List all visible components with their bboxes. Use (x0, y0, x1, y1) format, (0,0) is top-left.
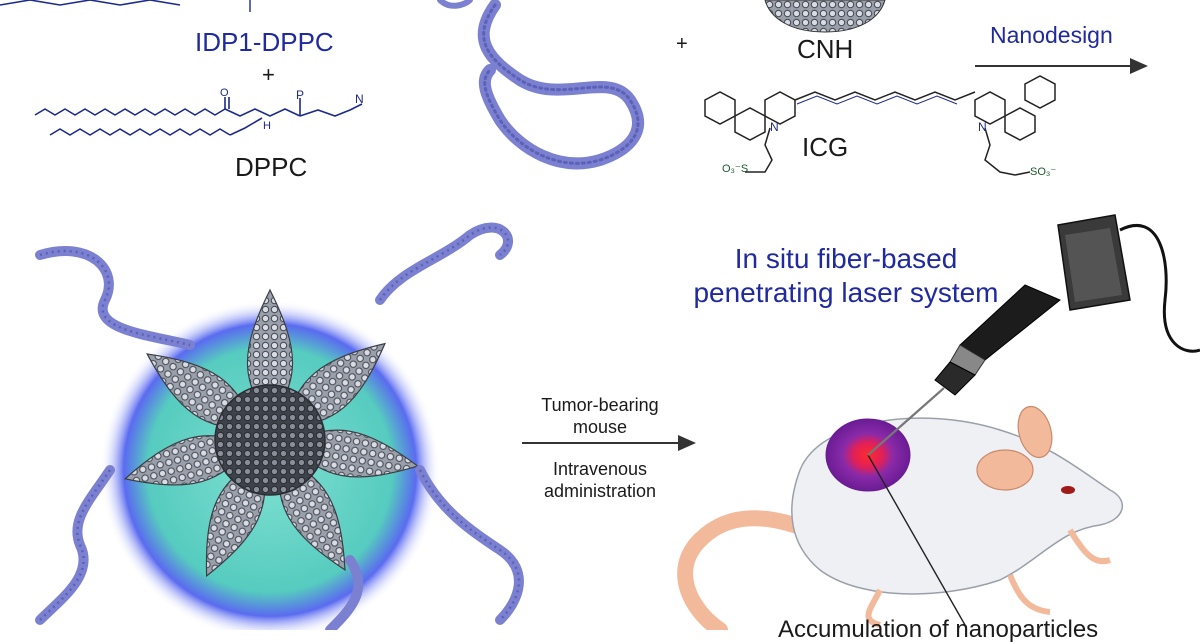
nanodesign-arrow (975, 58, 1148, 74)
diagram-canvas (0, 0, 1200, 630)
laser-system-line1: In situ fiber-based (716, 242, 976, 276)
label-intravenous: Intravenous administration (520, 458, 680, 502)
label-tumor-bearing: Tumor-bearing mouse (520, 394, 680, 438)
label-nanodesign: Nanodesign (990, 22, 1113, 49)
label-cnh: CNH (797, 34, 853, 65)
laser-system-line2: penetrating laser system (666, 276, 1026, 310)
atom-h: H (263, 120, 271, 132)
icg-structure (705, 76, 1055, 175)
peptide-coil-top (440, 0, 638, 163)
label-so3-right: SO₃⁻ (1030, 165, 1056, 178)
atom-n-right: N (978, 120, 987, 134)
cnh-structure (765, 0, 885, 32)
iv-line1: Intravenous (520, 458, 680, 480)
atom-n-plus: N (355, 92, 364, 106)
idp1-dppc-structure (0, 0, 250, 12)
dppc-structure (35, 97, 362, 135)
label-idp1-dppc: IDP1-DPPC (195, 27, 334, 58)
label-icg: ICG (802, 132, 848, 163)
plus-sign-left: + (262, 62, 275, 88)
label-so3-left: O₃⁻S (722, 162, 748, 175)
atom-o: O (220, 87, 229, 99)
mouse-illustration (685, 403, 1122, 630)
iv-line2: administration (520, 480, 680, 502)
atom-p: P (296, 88, 304, 102)
label-laser-system: In situ fiber-based (716, 242, 976, 276)
plus-sign-middle: + (676, 33, 688, 56)
tumor-line2: mouse (520, 416, 680, 438)
label-dppc: DPPC (235, 152, 307, 183)
tumor-line1: Tumor-bearing (520, 394, 680, 416)
atom-n-left: N (770, 120, 779, 134)
label-accumulation: Accumulation of nanoparticles (778, 616, 1098, 644)
